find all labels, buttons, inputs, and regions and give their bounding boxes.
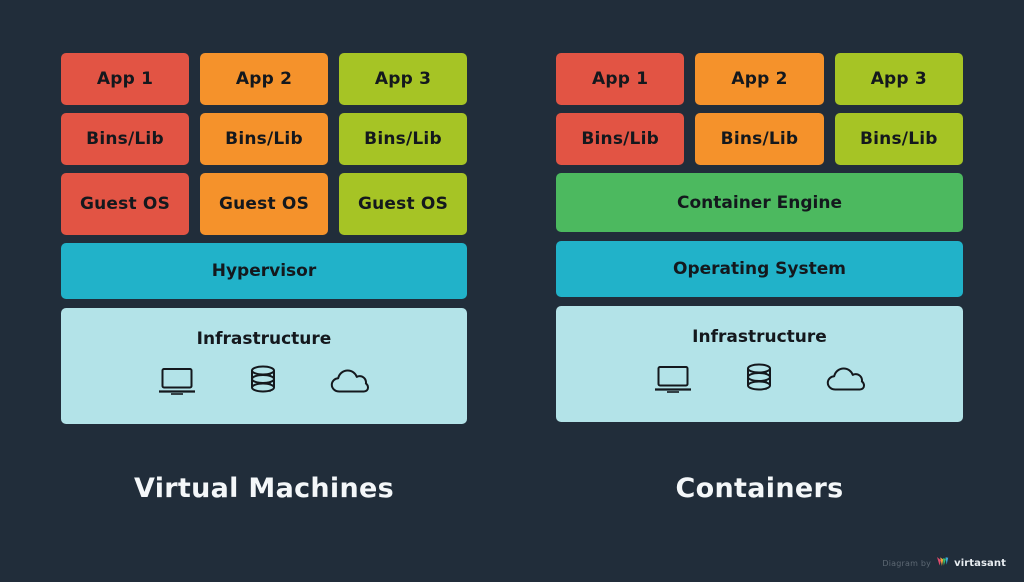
vm-app-2-label: App 2 xyxy=(235,69,293,89)
vm-guest-os-1-label: Guest OS xyxy=(79,194,171,214)
container-bins-row: Bins/Lib Bins/Lib Bins/Lib xyxy=(556,113,963,165)
vm-bins-2-label: Bins/Lib xyxy=(225,129,303,149)
attribution-watermark: Diagram by virtasant xyxy=(882,556,1006,570)
vm-bins-row: Bins/Lib Bins/Lib Bins/Lib xyxy=(61,113,467,165)
vm-guest-os-row: Guest OS Guest OS Guest OS xyxy=(61,173,467,235)
container-infrastructure-panel: Infrastructure xyxy=(556,306,963,422)
hypervisor-label: Hypervisor xyxy=(211,261,317,281)
container-app-1-box: App 1 xyxy=(556,53,685,105)
database-icon xyxy=(744,363,774,395)
containers-stack: App 1 App 2 App 3 Bins/Lib Bins/Lib Bins… xyxy=(556,53,963,422)
vm-guest-os-1-box: Guest OS xyxy=(61,173,189,235)
vm-guest-os-2-box: Guest OS xyxy=(200,173,328,235)
virtual-machines-caption: Virtual Machines xyxy=(134,473,394,504)
container-engine-label: Container Engine xyxy=(677,192,842,213)
container-app-1-label: App 1 xyxy=(592,69,649,89)
virtasant-logo-icon xyxy=(936,556,949,570)
vm-guest-os-2-label: Guest OS xyxy=(218,194,310,214)
vm-infrastructure-icons xyxy=(158,365,370,397)
vm-app-1-label: App 1 xyxy=(96,69,154,89)
container-app-2-box: App 2 xyxy=(695,53,824,105)
laptop-icon xyxy=(158,366,196,396)
container-app-3-box: App 3 xyxy=(834,53,963,105)
vm-app-row: App 1 App 2 App 3 xyxy=(61,53,467,105)
container-bins-2-label: Bins/Lib xyxy=(720,129,799,149)
database-icon xyxy=(248,365,278,397)
attribution-brand: virtasant xyxy=(954,557,1006,569)
containers-caption: Containers xyxy=(675,473,844,504)
container-bins-3-label: Bins/Lib xyxy=(859,129,938,149)
virtual-machines-stack: App 1 App 2 App 3 Bins/Lib Bins/Lib Bins… xyxy=(61,53,467,424)
hypervisor-band: Hypervisor xyxy=(61,243,467,299)
laptop-icon xyxy=(654,364,692,394)
vm-bins-3-label: Bins/Lib xyxy=(364,129,442,149)
container-engine-band: Container Engine xyxy=(556,173,963,232)
attribution-prefix: Diagram by xyxy=(882,558,932,568)
vm-bins-1-box: Bins/Lib xyxy=(61,113,189,165)
container-bins-3-box: Bins/Lib xyxy=(834,113,963,165)
container-infrastructure-icons xyxy=(654,363,866,395)
container-app-row: App 1 App 2 App 3 xyxy=(556,53,963,105)
container-bins-1-label: Bins/Lib xyxy=(581,129,659,149)
vm-bins-1-label: Bins/Lib xyxy=(86,129,164,149)
container-bins-2-box: Bins/Lib xyxy=(695,113,824,165)
vm-infrastructure-panel: Infrastructure xyxy=(61,308,467,424)
container-app-3-label: App 3 xyxy=(870,69,927,89)
vm-app-3-box: App 3 xyxy=(339,53,467,105)
cloud-icon xyxy=(330,368,370,394)
vm-guest-os-3-label: Guest OS xyxy=(357,194,449,214)
operating-system-label: Operating System xyxy=(673,259,846,279)
container-app-2-label: App 2 xyxy=(731,69,788,89)
container-infrastructure-title: Infrastructure xyxy=(692,327,827,347)
vm-guest-os-3-box: Guest OS xyxy=(339,173,467,235)
vm-infrastructure-title: Infrastructure xyxy=(196,329,332,349)
vm-app-3-label: App 3 xyxy=(374,69,432,89)
vm-bins-2-box: Bins/Lib xyxy=(200,113,328,165)
vm-app-1-box: App 1 xyxy=(61,53,189,105)
cloud-icon xyxy=(826,366,866,392)
operating-system-band: Operating System xyxy=(556,241,963,297)
container-bins-1-box: Bins/Lib xyxy=(556,113,685,165)
vm-app-2-box: App 2 xyxy=(200,53,328,105)
vm-bins-3-box: Bins/Lib xyxy=(339,113,467,165)
